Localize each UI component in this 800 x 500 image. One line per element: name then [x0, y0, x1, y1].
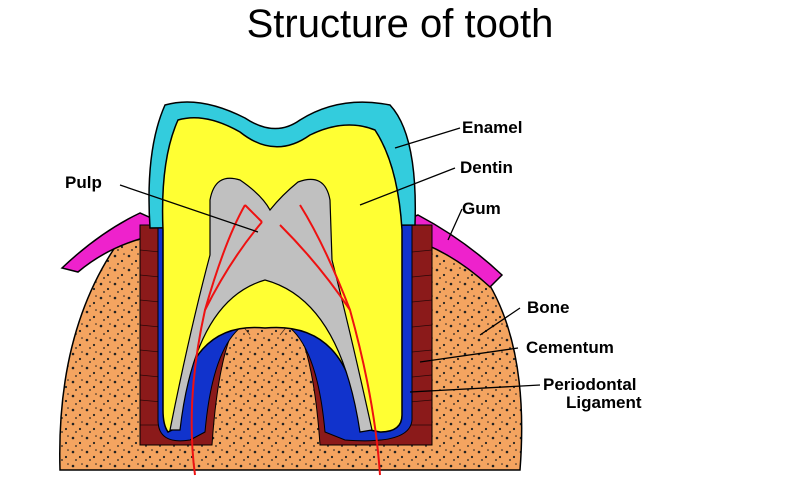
label-bone: Bone	[527, 298, 570, 317]
pulp	[169, 177, 373, 433]
label-periodontal: Periodontal	[543, 375, 637, 394]
label-enamel: Enamel	[462, 118, 522, 137]
label-pulp: Pulp	[65, 173, 102, 192]
page-title: Structure of tooth	[246, 2, 554, 46]
leader-lines	[119, 127, 541, 393]
label-cementum: Cementum	[526, 338, 614, 357]
nerves	[190, 204, 381, 476]
label-gum: Gum	[462, 199, 501, 218]
label-ligament: Ligament	[566, 393, 642, 412]
label-dentin: Dentin	[460, 158, 513, 177]
